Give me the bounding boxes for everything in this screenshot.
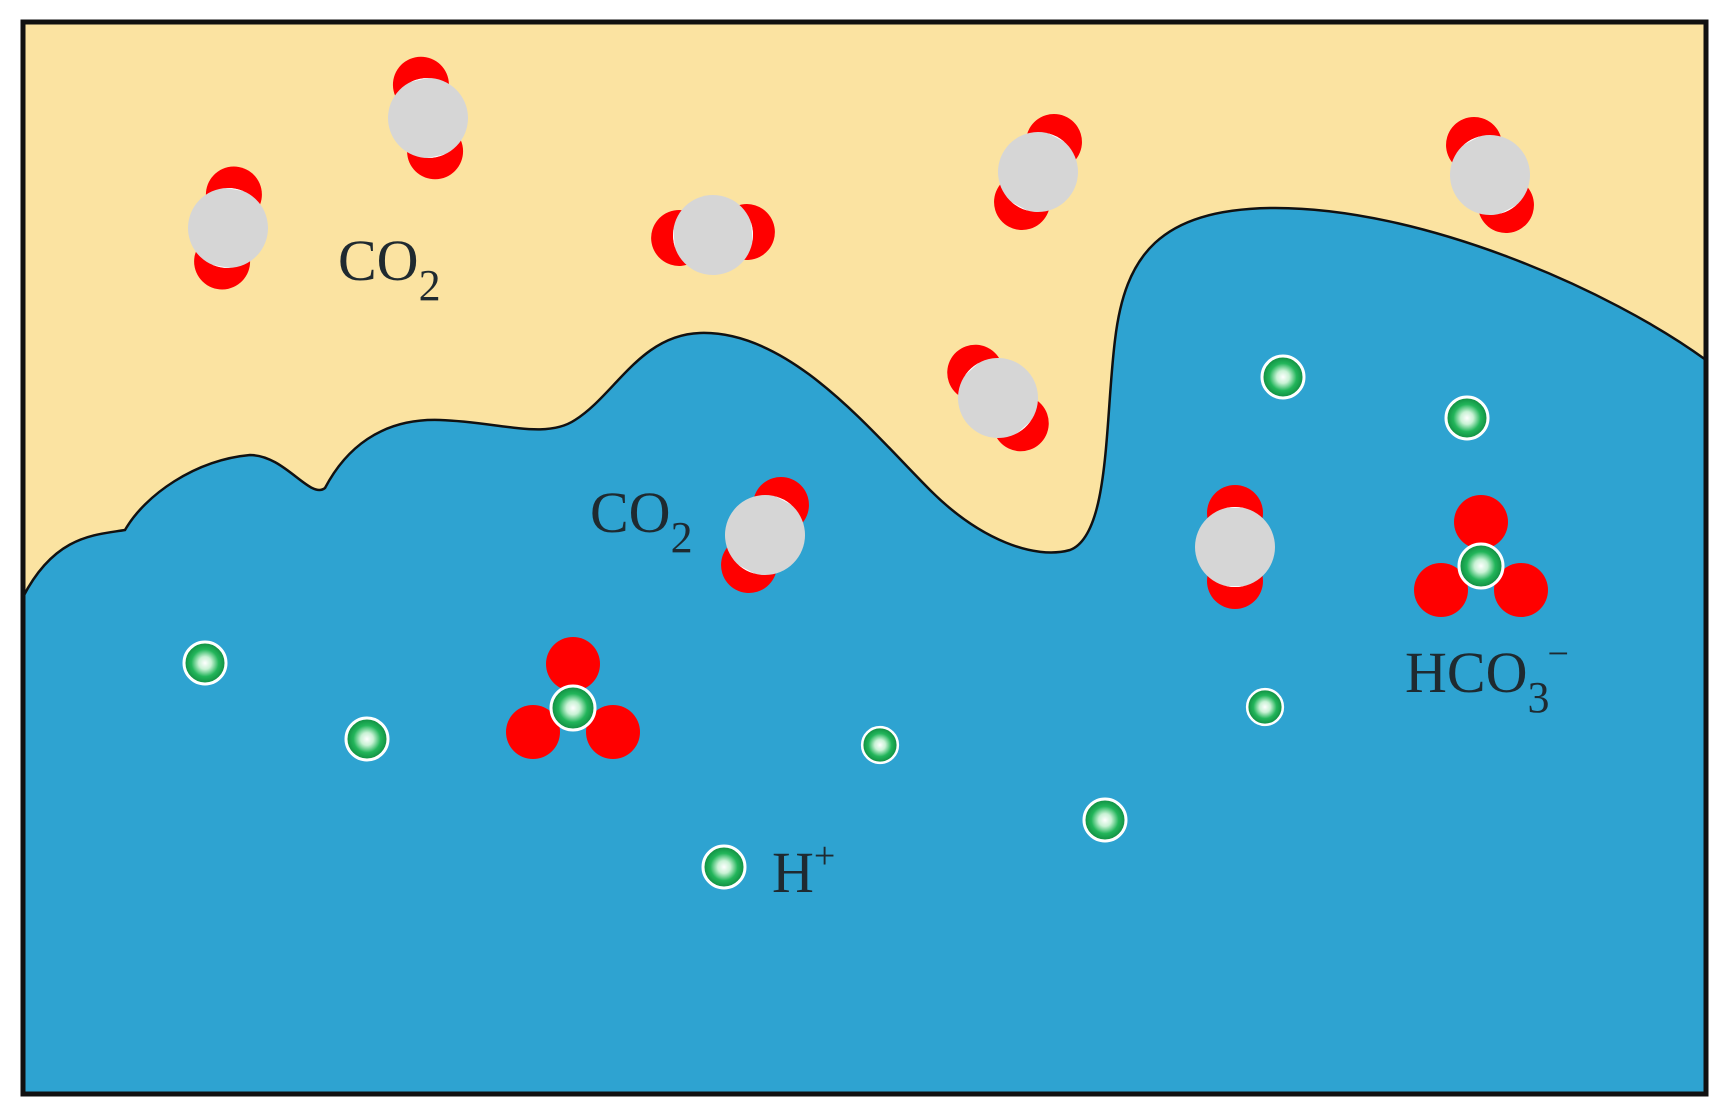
co2-gas-label: CO2	[338, 228, 441, 310]
proton-icon	[344, 716, 390, 762]
proton-icon	[1260, 354, 1306, 400]
proton-icon	[182, 640, 228, 686]
proton-icon	[1444, 395, 1490, 441]
proton-icon	[860, 725, 900, 765]
co2-dissolved-label: CO2	[590, 480, 693, 562]
proton-icon	[1245, 687, 1285, 727]
proton-label: H+	[772, 835, 835, 905]
proton-icon	[701, 844, 747, 890]
diagram-frame	[20, 19, 1709, 1097]
bicarbonate-label: HCO3−	[1405, 633, 1569, 722]
proton-icon	[1082, 797, 1128, 843]
liquid-phase-region	[21, 206, 1708, 1096]
